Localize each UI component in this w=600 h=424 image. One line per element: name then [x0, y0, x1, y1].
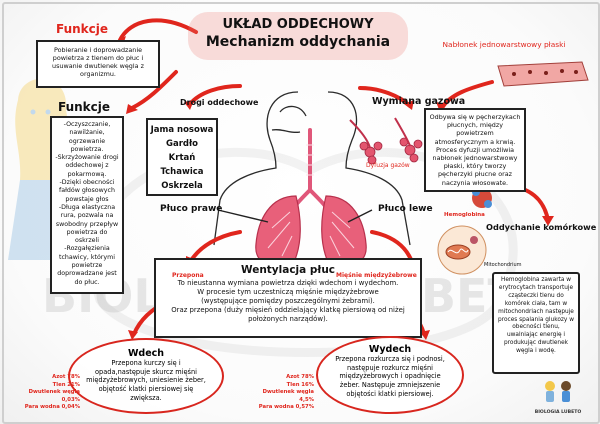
wentylacja-line: W procesie tym uczestniczą mięśnie międz…: [197, 288, 379, 297]
wydech-heading: Wydech: [368, 344, 412, 355]
oddychanie-heading: Oddychanie komórkowe: [486, 222, 597, 232]
trachea-rings: [306, 144, 314, 176]
wydech-air-item: Para wodna 0,57%: [258, 404, 314, 411]
wdech-oval: Wdech Przepona kurczy się i opada,następ…: [68, 338, 224, 414]
wdech-air-list: Azot 78% Tlen 21% Dwutlenek węgla 0,03% …: [24, 374, 80, 412]
wymiana-box: Odbywa się w pęcherzykach płucnych, międ…: [424, 108, 526, 192]
funkcje-left-item: -Dzięki obecności fałdów głosowych powst…: [59, 179, 115, 203]
arrow-title-to-funkcje: [118, 18, 198, 42]
drogi-item: Tchawica: [160, 167, 204, 177]
funkcje-left-heading: Funkcje: [58, 100, 111, 114]
miesnie-label: Mięśnie międzyżebrowe: [336, 272, 417, 279]
logo-figures-icon: [545, 381, 571, 402]
logo-text: BIOLOGIA LUBETO: [534, 410, 582, 415]
title-block: UKŁAD ODDECHOWY Mechanizm oddychania: [188, 12, 408, 60]
black-pointer-lines: [217, 209, 373, 223]
wdech-air-item: Dwutlenek węgla 0,03%: [28, 389, 80, 403]
bronchial-tree: [267, 211, 355, 257]
wentylacja-heading: Wentylacja płuc: [240, 264, 336, 276]
drogi-item: Krtań: [168, 153, 196, 163]
funkcje-left-item: -Skrzyżowanie drogi oddechowej z pokarmo…: [55, 154, 119, 178]
mitochondrium-label: Mitochondrium: [484, 262, 522, 268]
title-line-1: UKŁAD ODDECHOWY: [222, 17, 374, 32]
funkcje-top-heading: Funkcje: [56, 22, 109, 36]
wentylacja-line: Oraz przepona (duży mięsień oddzielający…: [171, 306, 405, 315]
funkcje-left-item: -Długa elastyczna rura, pozwala na swobo…: [55, 203, 119, 245]
wydech-air-list: Azot 78% Tlen 16% Dwutlenek węgla 4,5% P…: [256, 374, 314, 412]
funkcje-left-item: -Oczyszczanie, nawilżanie, ogrzewanie po…: [63, 121, 111, 153]
arrow-funkcje-to-funkcje: [130, 70, 178, 110]
drogi-box: Jama nosowa Gardło Krtań Tchawica Oskrze…: [146, 118, 218, 196]
wydech-air-item: Tlen 16%: [286, 381, 314, 388]
funkcje-left-item: -Rozgałęzienia tchawicy, którymi powietr…: [57, 245, 117, 286]
title-line-2: Mechanizm oddychania: [205, 34, 391, 50]
wdech-air-item: Para wodna 0,04%: [24, 404, 80, 411]
right-lung-shape: [255, 195, 301, 266]
wdech-air-item: Azot 78%: [52, 374, 80, 380]
wydech-air-item: Azot 78%: [286, 374, 314, 380]
wdech-air-item: Tlen 21%: [52, 381, 80, 388]
wentylacja-box: Wentylacja płuc To nieustanna wymiana po…: [154, 258, 422, 338]
left-lung-shape: [321, 195, 367, 266]
cell-mitochondria-illustration: [437, 225, 487, 275]
drogi-item: Jama nosowa: [150, 125, 214, 135]
alveoli-branches: [349, 117, 411, 149]
pluco-lewe-label: Płuco lewe: [378, 204, 433, 214]
wentylacja-line: położonych narządów).: [248, 315, 328, 324]
wydech-air-item: Dwutlenek węgla 4,5%: [262, 389, 314, 403]
przepona-label: Przepona: [172, 272, 204, 279]
wdech-heading: Wdech: [127, 348, 165, 359]
drogi-label: Drogi oddechowe: [180, 98, 259, 107]
wymiana-heading: Wymiana gazowa: [372, 96, 466, 107]
funkcje-top-text: Pobieranie i doprowadzanie powietrza z t…: [52, 46, 144, 78]
logo: BIOLOGIA LUBETO: [530, 378, 586, 416]
oddychanie-text: Hemoglobina zawarta w erytrocytach trans…: [498, 277, 574, 355]
drogi-item: Gardło: [166, 139, 198, 149]
hemoglobina-label: Hemoglobina: [444, 212, 485, 218]
torso-outline: [213, 91, 411, 246]
wydech-text: Przepona rozkurcza się i podnosi, następ…: [335, 355, 445, 398]
drogi-item: Oskrzela: [161, 181, 203, 191]
wentylacja-line: To nieustanna wymiana powietrza dzięki w…: [177, 279, 399, 287]
wymiana-text: Odbywa się w pęcherzykach płucnych, międ…: [429, 113, 521, 187]
nablonek-label: Nabłonek jednowarstwowy płaski: [442, 40, 566, 49]
arrow-wymiana-to-komorkowe: [518, 186, 550, 222]
wydech-oval: Wydech Przepona rozkurcza się i podnosi,…: [316, 336, 464, 414]
funkcje-left-box: -Oczyszczanie, nawilżanie, ogrzewanie po…: [50, 116, 124, 294]
dyfuzja-label: Dyfuzja gazów: [366, 162, 410, 169]
wdech-text: Przepona kurczy się i opada,następuje sk…: [86, 359, 206, 402]
wentylacja-line: (występujące pomiędzy poszczególnymi żeb…: [201, 297, 375, 306]
epithelium-illustration: [497, 61, 589, 87]
funkcje-top-box: Pobieranie i doprowadzanie powietrza z t…: [36, 40, 160, 88]
pluco-prawe-label: Płuco prawe: [160, 204, 223, 214]
oddychanie-box: Hemoglobina zawarta w erytrocytach trans…: [492, 272, 580, 374]
